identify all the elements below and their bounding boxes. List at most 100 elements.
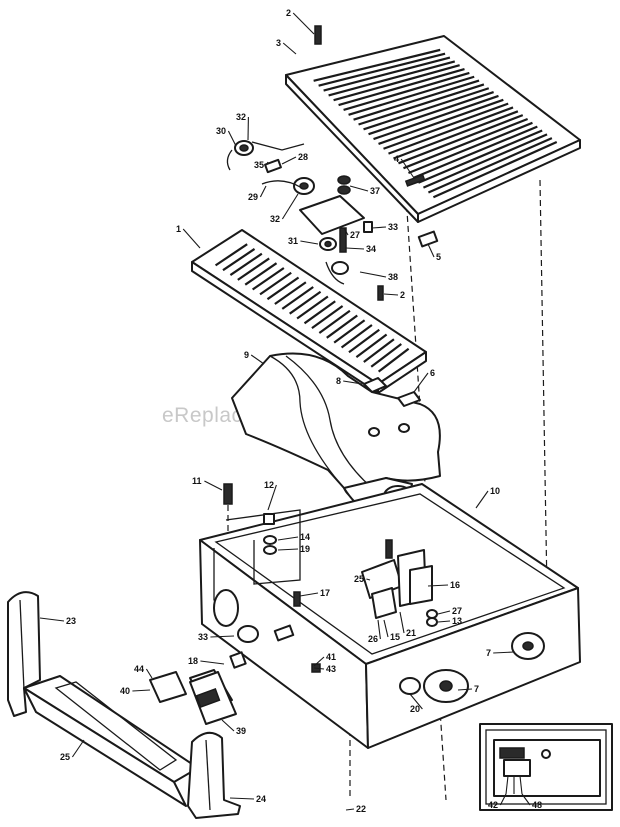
callout-leader (371, 226, 387, 229)
callout-number: 4 (394, 154, 399, 164)
callout-c26: 26 (368, 619, 381, 644)
callout-number: 39 (236, 726, 246, 736)
grill-slat (328, 60, 456, 97)
callout-leader (345, 247, 365, 250)
callout-c14: 14 (277, 532, 310, 542)
callout-leader (313, 656, 325, 667)
callout-leader (457, 688, 473, 691)
callout-c42: 42 (488, 793, 507, 810)
callout-number: 41 (326, 652, 336, 662)
callout-leader (227, 130, 237, 147)
callout-number: 2 (286, 8, 291, 18)
callout-leader (277, 548, 299, 551)
callout-number: 11 (192, 476, 202, 486)
grill-slat (229, 252, 263, 276)
callout-leader (377, 619, 381, 640)
callout-leader (345, 808, 355, 811)
grill-slat (355, 333, 388, 359)
callout-number: 38 (388, 272, 398, 282)
grill-slat (333, 319, 366, 344)
callout-number: 22 (356, 804, 366, 814)
callout-c32a: 32 (236, 112, 249, 141)
callout-leader (499, 793, 507, 806)
callout-c41: 41 (313, 652, 336, 667)
grill-slat (326, 314, 358, 339)
callout-number: 15 (390, 632, 400, 642)
grill-slat (363, 87, 490, 131)
grill-slat (377, 347, 410, 373)
callout-leader (427, 243, 435, 258)
grill-slat (422, 133, 548, 189)
grill-slat (266, 276, 300, 301)
callout-number: 25 (354, 574, 364, 584)
callout-number: 37 (370, 186, 380, 196)
callout-c3: 3 (276, 38, 297, 55)
callout-number: 6 (430, 368, 435, 378)
callout-leader (349, 185, 369, 192)
callout-number: 12 (264, 480, 274, 490)
callout-leader (383, 293, 399, 296)
top-grill-panel (285, 35, 581, 223)
grill-slat (383, 102, 509, 150)
grill-slat (408, 121, 533, 175)
callout-c25a: 25 (354, 574, 371, 584)
callout-leader (366, 578, 371, 581)
callout-number: 43 (326, 664, 336, 674)
callout-leader (413, 372, 429, 393)
callout-number: 17 (320, 588, 330, 598)
left-end-cap (7, 591, 41, 717)
callout-c37: 37 (349, 185, 380, 196)
lower-grill (191, 229, 427, 394)
callout-leader (132, 689, 151, 692)
callout-leader (383, 619, 389, 638)
callout-number: 30 (216, 126, 226, 136)
grill-slat (348, 75, 475, 116)
grill-slat (403, 117, 529, 170)
callout-number: 28 (298, 152, 308, 162)
callout-leader (250, 354, 265, 365)
grill-slat (333, 64, 460, 102)
grill-slat (303, 300, 336, 325)
callout-leader (221, 719, 235, 732)
callout-c12: 12 (264, 480, 277, 511)
callout-number: 9 (244, 350, 249, 360)
callout-number: 35 (254, 160, 264, 170)
callout-c32b: 32 (270, 193, 299, 224)
callout-c25b: 25 (60, 739, 85, 762)
callout-leader (427, 584, 449, 587)
callout-c22: 22 (345, 804, 366, 814)
callout-number: 18 (188, 656, 198, 666)
callout-c7a: 7 (486, 648, 515, 658)
callout-c40: 40 (120, 686, 151, 696)
callout-number: 14 (300, 532, 310, 542)
grill-slat (338, 68, 465, 107)
callout-number: 21 (406, 628, 416, 638)
callout-number: 32 (270, 214, 280, 224)
callout-c27b: 27 (437, 606, 462, 616)
grill-slat (289, 290, 322, 315)
grill-slat (318, 52, 446, 87)
callout-c8: 8 (336, 376, 363, 386)
callout-c31: 31 (288, 236, 319, 246)
callout-c6: 6 (413, 368, 435, 393)
callout-number: 42 (488, 800, 498, 810)
callout-number: 1 (176, 224, 181, 234)
callout-c19: 19 (277, 544, 310, 554)
control-panel-parts (149, 671, 237, 725)
callout-number: 5 (436, 252, 441, 262)
callout-c48: 48 (521, 793, 542, 810)
callout-number: 31 (288, 236, 298, 246)
callout-number: 29 (248, 192, 258, 202)
hardware-cluster-upper (226, 140, 439, 301)
callout-leader (343, 380, 363, 385)
callout-c1: 1 (176, 224, 201, 249)
callout-c21: 21 (399, 611, 416, 638)
callout-leader (399, 611, 405, 634)
grill-slat (398, 114, 524, 165)
callout-number: 27 (350, 230, 360, 240)
callout-c33b: 33 (198, 632, 235, 642)
callout-number: 20 (410, 704, 420, 714)
callout-c43: 43 (313, 664, 336, 674)
callout-number: 44 (134, 664, 144, 674)
callout-number: 13 (452, 616, 462, 626)
